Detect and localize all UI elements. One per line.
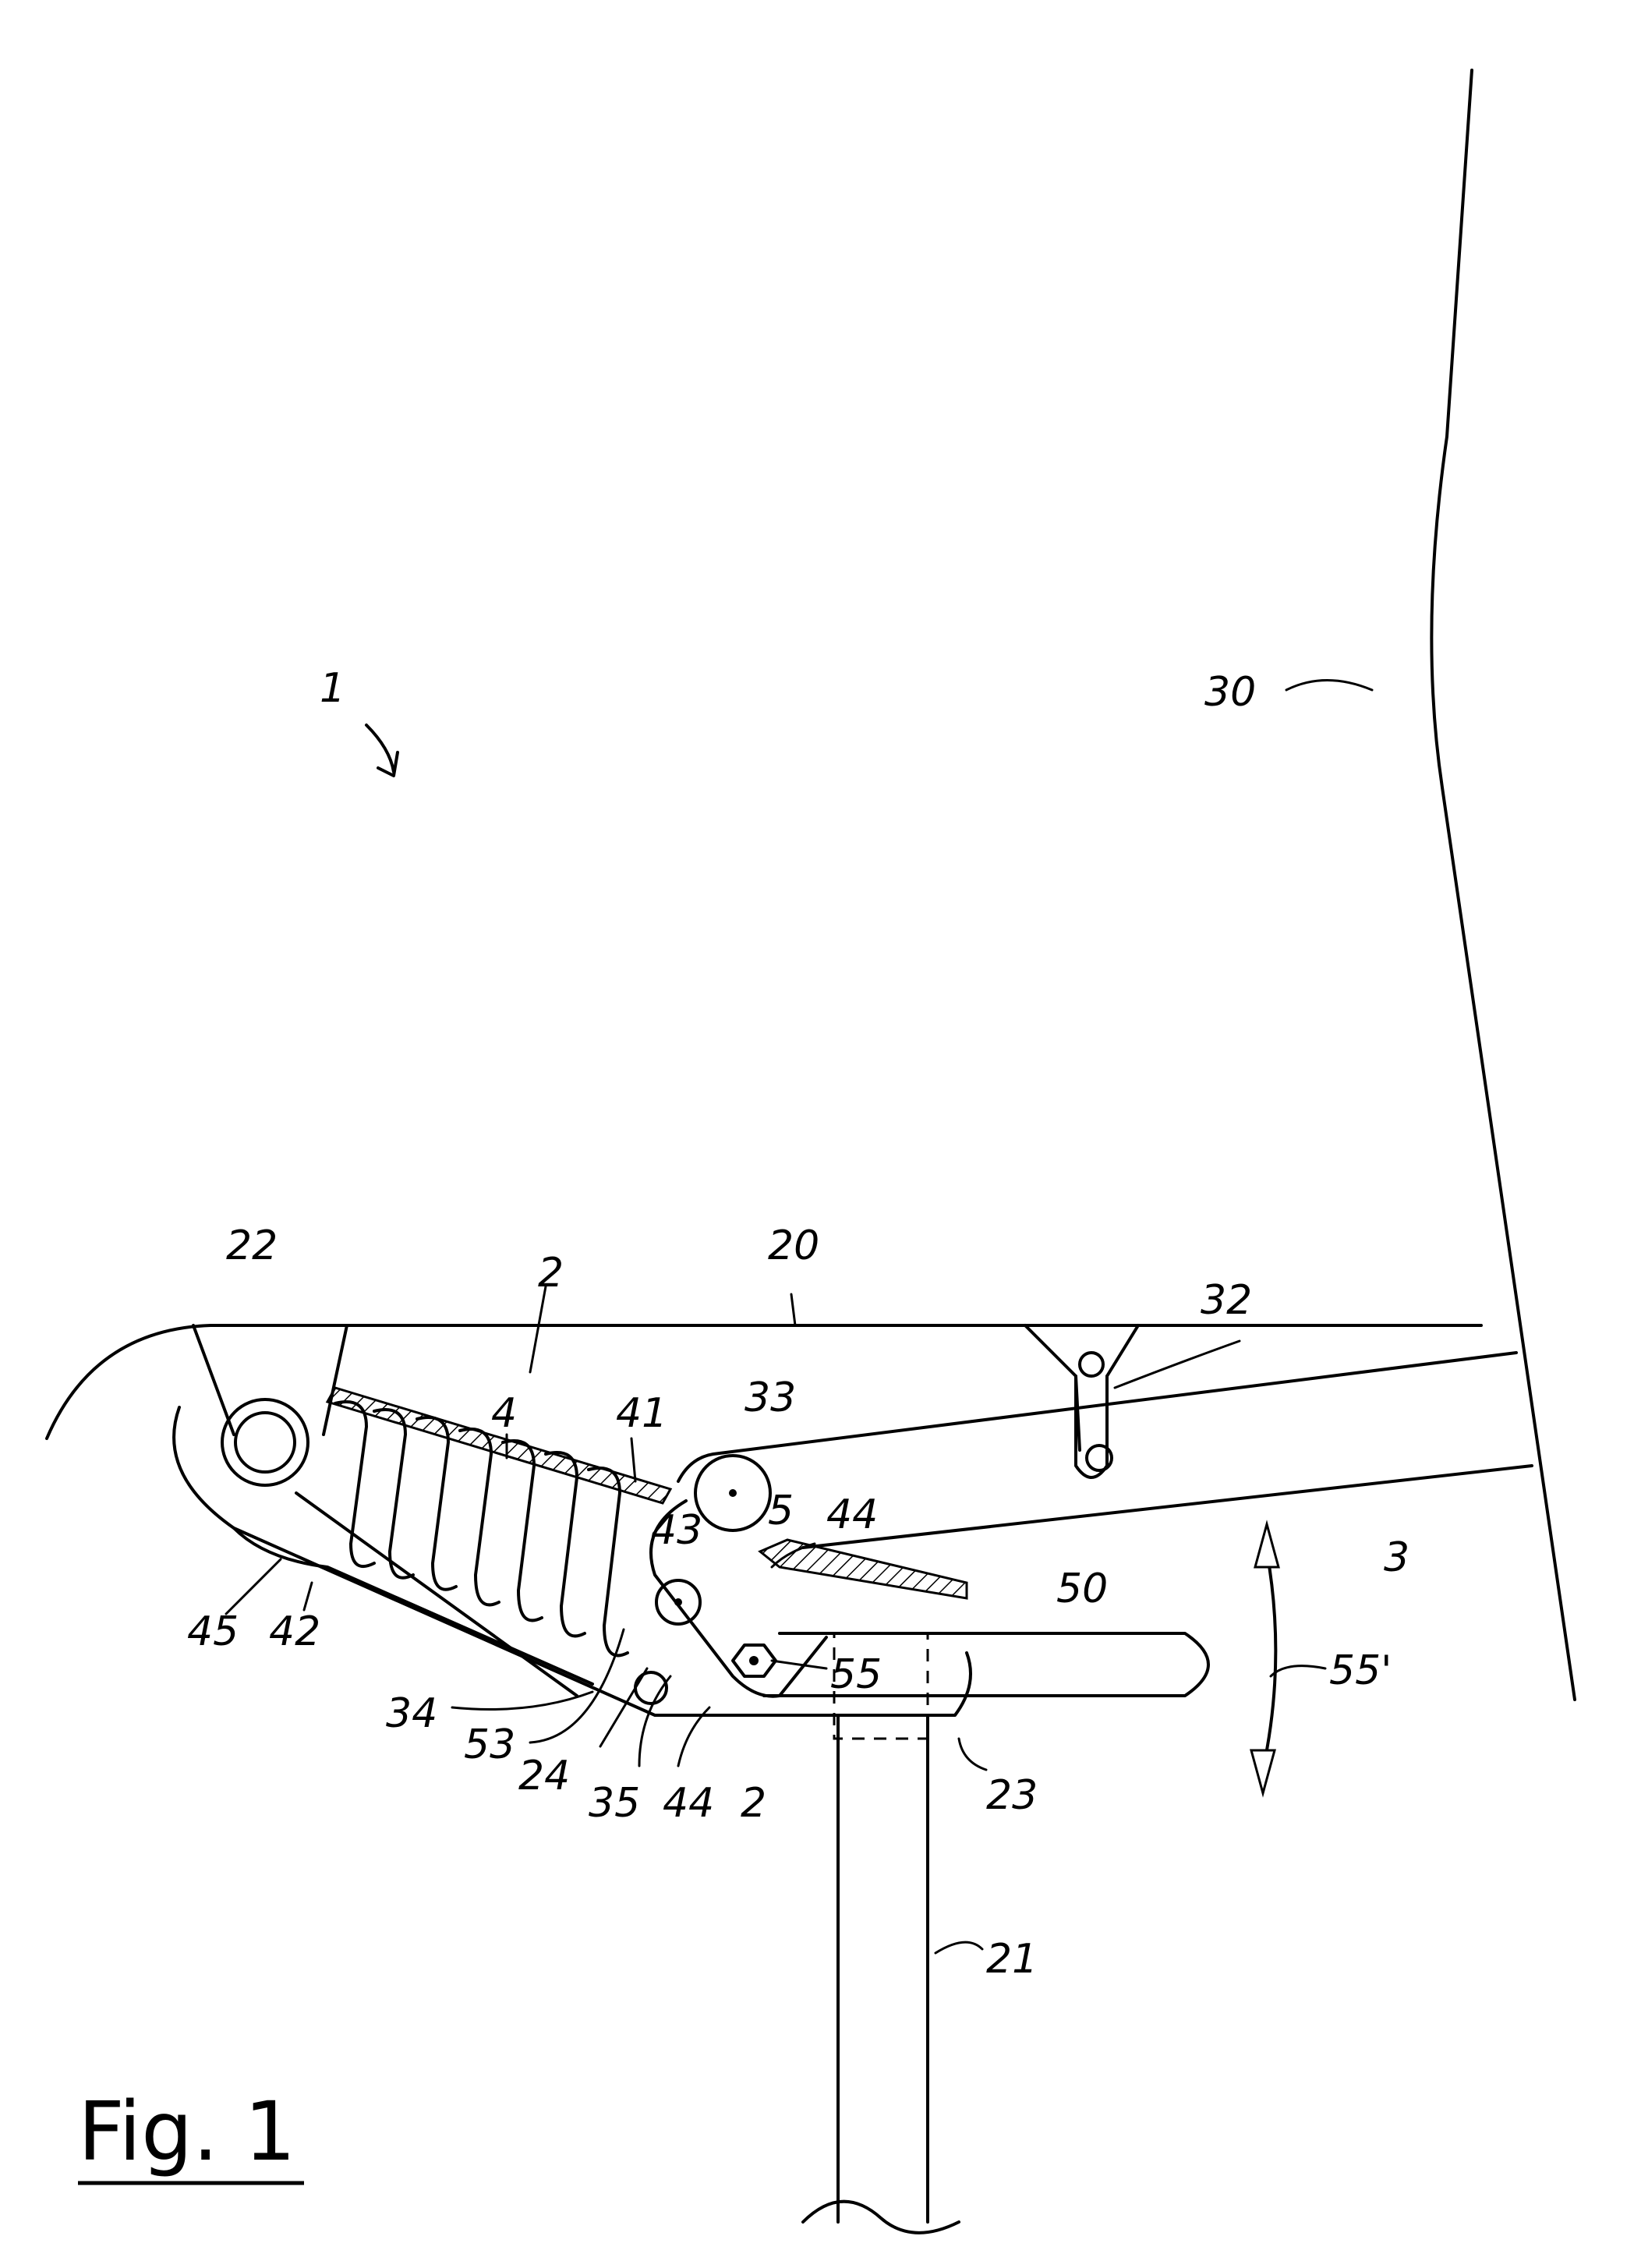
label-42: 42 — [269, 1608, 320, 1655]
arrow-1 — [366, 725, 398, 776]
label-1: 1 — [320, 665, 345, 712]
label-22: 22 — [226, 1222, 278, 1269]
label-30: 30 — [1204, 669, 1256, 716]
label-35: 35 — [589, 1780, 640, 1827]
arrow-55prime — [1251, 1524, 1279, 1793]
label-34: 34 — [386, 1690, 437, 1737]
hatched-plate-44 — [760, 1540, 967, 1598]
label-20: 20 — [768, 1222, 819, 1269]
backrest-arm — [678, 1353, 1532, 1548]
backrest-outline — [1431, 70, 1575, 1700]
label-24: 24 — [518, 1753, 570, 1799]
column-21 — [803, 1633, 959, 2233]
label-55: 55 — [830, 1651, 882, 1698]
label-32: 32 — [1201, 1277, 1252, 1324]
label-33: 33 — [744, 1375, 796, 1421]
pin-43 — [656, 1580, 700, 1624]
label-55prime: 55' — [1329, 1647, 1392, 1694]
label-4: 4 — [491, 1390, 517, 1437]
label-45: 45 — [187, 1608, 239, 1655]
label-53: 53 — [464, 1721, 515, 1768]
figure-caption: Fig. 1 — [78, 2084, 295, 2179]
bracket-22 — [193, 1325, 347, 1435]
label-3: 3 — [1384, 1534, 1409, 1581]
pivot-33 — [695, 1456, 770, 1530]
label-23: 23 — [986, 1772, 1038, 1819]
label-44-top: 44 — [826, 1491, 878, 1538]
label-44-bottom: 44 — [663, 1780, 714, 1827]
label-50: 50 — [1056, 1566, 1108, 1612]
label-43: 43 — [651, 1507, 702, 1554]
label-5: 5 — [768, 1488, 794, 1534]
label-2-bottom: 2 — [741, 1780, 766, 1827]
label-21: 21 — [986, 1936, 1038, 1983]
pivot-45 — [222, 1399, 308, 1485]
label-2-top: 2 — [538, 1250, 564, 1297]
nut-55 — [733, 1645, 776, 1676]
label-41: 41 — [616, 1390, 667, 1437]
